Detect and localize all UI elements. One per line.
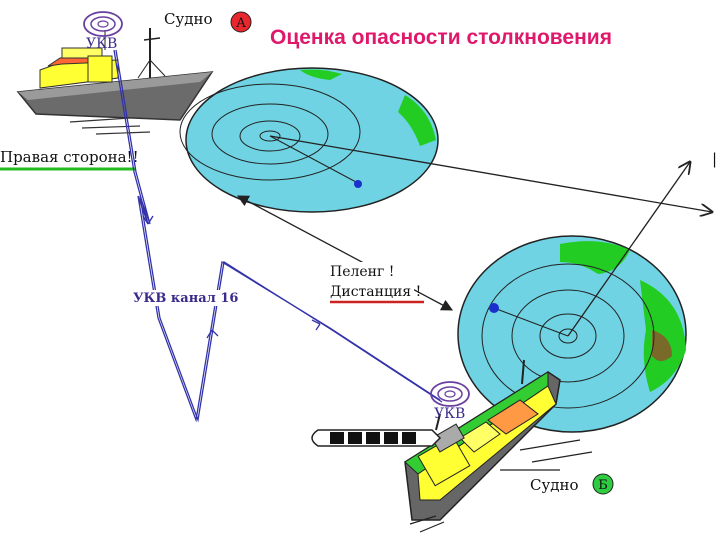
radio-antenna-icon <box>83 11 123 37</box>
vessel-a-radio-label: УКВ <box>86 36 117 52</box>
radio-link <box>113 49 443 423</box>
bearing-distance-label-bg <box>330 262 414 302</box>
bearing-label: Пеленг ! <box>330 264 394 280</box>
vessel-a-badge-letter: А <box>236 16 246 31</box>
vessel-b-badge <box>592 473 614 495</box>
vessel-a-badge <box>230 11 252 33</box>
starboard-note: Правая сторона!! <box>0 148 139 166</box>
course-arrow-b <box>567 162 690 337</box>
vessel-b-radio-label: УКВ <box>434 406 465 422</box>
vessel-b-label: Судно <box>530 476 579 494</box>
radio-antenna-icon <box>430 381 470 407</box>
page-title: Оценка опасности столкновения <box>270 26 612 49</box>
radar-screen-a <box>179 67 439 213</box>
vessel-a <box>16 28 214 135</box>
vessel-b <box>404 359 593 533</box>
radar-screen-b <box>457 235 687 433</box>
bearing-distance-arrow <box>236 195 454 311</box>
course-arrow-a <box>269 135 712 212</box>
vessel-b-badge-letter: Б <box>598 478 608 493</box>
vessel-a-label: Судно <box>164 10 213 28</box>
edge-mark: | <box>712 150 717 168</box>
vhf-channel-label: УКВ канал 16 <box>133 291 238 306</box>
sound-signal-icon <box>311 429 442 447</box>
vhf-label-bg <box>132 290 236 306</box>
distance-label: Дистанция ! <box>330 284 421 300</box>
